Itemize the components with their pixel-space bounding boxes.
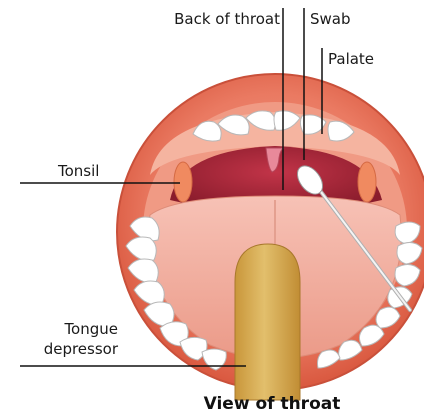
tongue-depressor [235,244,300,400]
tonsil-right [358,162,376,202]
label-swab: Swab [310,10,351,28]
label-tongue-depressor-line1: Tongue [63,320,118,338]
label-tonsil: Tonsil [57,162,99,180]
tonsil-left [174,162,192,202]
label-back-of-throat: Back of throat [174,10,280,28]
label-tongue-depressor-line2: depressor [44,340,119,358]
label-palate: Palate [328,50,374,68]
diagram-title: View of throat [204,394,341,414]
